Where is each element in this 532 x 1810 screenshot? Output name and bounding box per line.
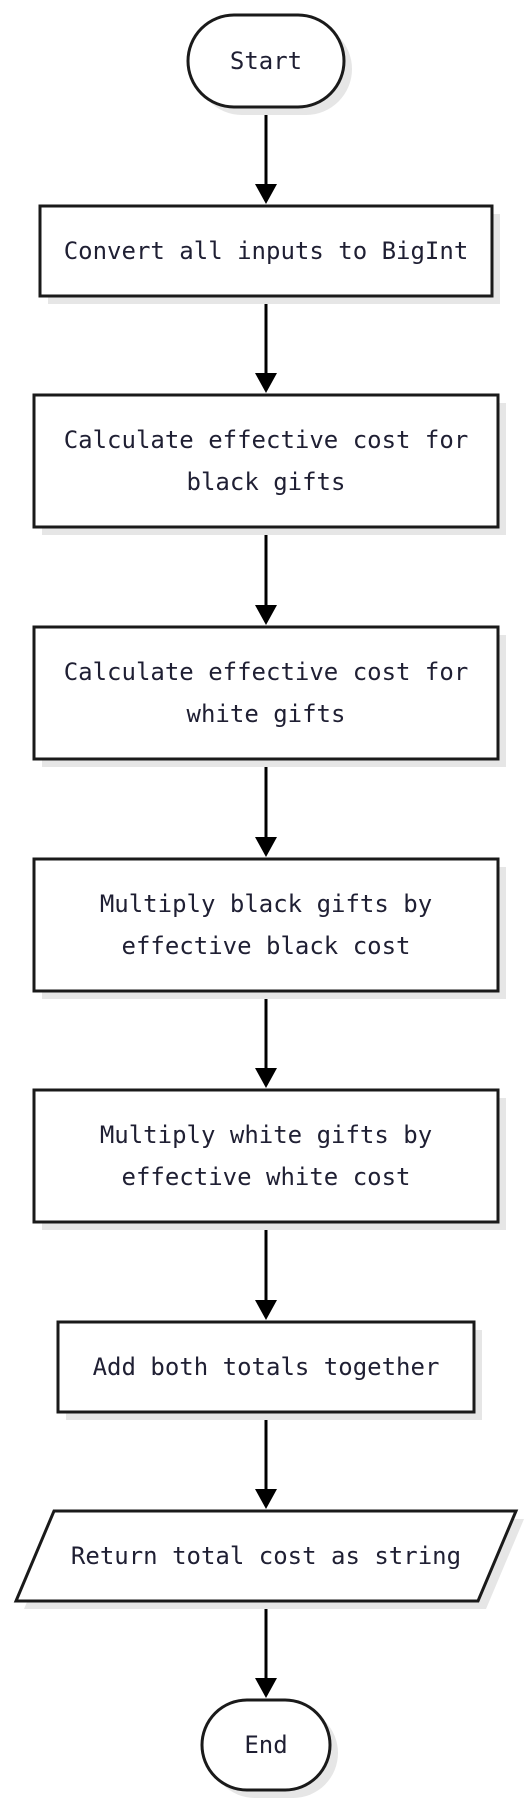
node-label: Convert all inputs to BigInt <box>64 237 469 265</box>
flow-node-end-terminal: End <box>200 1698 338 1798</box>
node-label: Return total cost as string <box>71 1542 461 1570</box>
flow-arrow-calc_black-to-calc_white <box>255 527 277 625</box>
flow-node-return-io: Return total cost as string <box>13 1509 524 1609</box>
node-shape <box>186 13 346 109</box>
arrowhead-icon <box>255 184 277 204</box>
flow-arrow-add-to-return <box>255 1412 277 1509</box>
flow-node-mult-white-process: Multiply white gifts by effective white c… <box>32 1088 506 1230</box>
node-label: effective white cost <box>122 1163 411 1191</box>
node-label: effective black cost <box>122 932 411 960</box>
node-label: Calculate effective cost for <box>64 426 469 454</box>
node-shape <box>32 1088 500 1224</box>
arrowhead-icon <box>255 1068 277 1088</box>
node-shape <box>56 1320 476 1414</box>
flow-arrow-convert-to-calc_black <box>255 296 277 393</box>
arrowhead-icon <box>255 373 277 393</box>
flow-node-calc-white-process: Calculate effective cost for white gifts <box>32 625 506 767</box>
flow-arrow-start-to-convert <box>255 107 277 204</box>
node-shape <box>38 204 494 298</box>
arrowhead-icon <box>255 605 277 625</box>
flow-arrow-mult_white-to-add <box>255 1222 277 1320</box>
node-shape <box>200 1698 332 1792</box>
node-label: End <box>244 1731 287 1759</box>
flow-node-calc-black-process: Calculate effective cost for black gifts <box>32 393 506 535</box>
flow-arrow-return-to-end <box>255 1601 277 1698</box>
arrowhead-icon <box>255 837 277 857</box>
flow-node-add-process: Add both totals together <box>56 1320 482 1420</box>
flow-node-convert-process: Convert all inputs to BigInt <box>38 204 500 304</box>
node-label: Calculate effective cost for <box>64 658 469 686</box>
flow-arrow-calc_white-to-mult_black <box>255 759 277 857</box>
node-label: Add both totals together <box>93 1353 440 1381</box>
flow-node-mult-black-process: Multiply black gifts by effective black c… <box>32 857 506 999</box>
node-shape <box>32 625 500 761</box>
node-label: Multiply white gifts by <box>100 1121 432 1149</box>
arrowhead-icon <box>255 1678 277 1698</box>
node-shape <box>32 393 500 529</box>
node-label: black gifts <box>187 468 346 496</box>
node-label: white gifts <box>187 700 346 728</box>
flow-node-start-terminal: Start <box>186 13 352 115</box>
node-shape <box>13 1509 519 1603</box>
node-shape <box>32 857 500 993</box>
node-label: Multiply black gifts by <box>100 890 432 918</box>
flow-arrow-mult_black-to-mult_white <box>255 991 277 1088</box>
arrowhead-icon <box>255 1489 277 1509</box>
node-label: Start <box>230 47 302 75</box>
arrowhead-icon <box>255 1300 277 1320</box>
